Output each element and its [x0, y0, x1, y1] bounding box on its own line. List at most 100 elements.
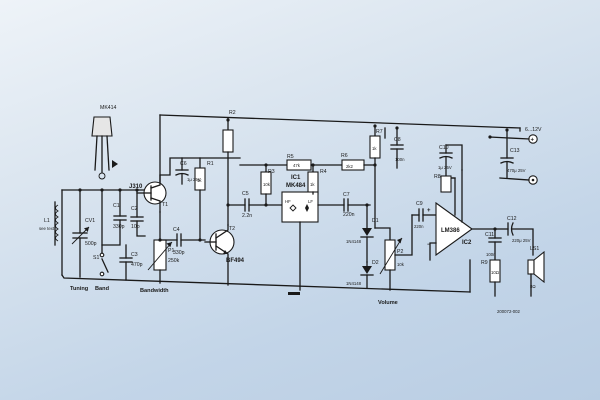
cv1-label: CV1: [85, 218, 95, 224]
ic1-part-label: MK484: [286, 183, 306, 189]
resistor-r5: R5 47k: [239, 154, 343, 171]
ic1-pin-hf: HF: [285, 199, 291, 204]
capacitor-c9: C9 220n: [411, 201, 437, 229]
capacitor-c3: C3 470p: [119, 244, 143, 281]
d2-part: 1N4148: [346, 281, 362, 286]
transistor-t2-bf494: T2 BF494: [204, 224, 245, 286]
resistor-r7: R7 1k: [369, 125, 383, 229]
coil-l1: L1 see text: [39, 189, 161, 276]
r8-label: R8: [434, 174, 441, 180]
c5-label: C5: [242, 191, 249, 197]
l1-label: L1: [44, 218, 50, 224]
capacitor-c4: C4 330p: [159, 227, 206, 256]
t1-part-label: J310: [129, 184, 143, 190]
svg-text:+: +: [531, 138, 535, 144]
c6-value: 1μ 25V: [187, 177, 201, 182]
r6-value: 2k2: [346, 164, 354, 169]
p1-value: 250k: [168, 258, 180, 264]
capacitor-c12: C12 220μ 25V: [494, 216, 534, 256]
p2-value: 10k: [397, 262, 405, 267]
mk414-package-drawing: MK414: [91, 105, 118, 180]
capacitor-c10: C10 1μ 25V: [438, 144, 463, 179]
l1-note: see text: [39, 226, 55, 231]
capacitor-c6: C6 1μ 25V: [159, 157, 241, 185]
t2-part-label: BF494: [226, 258, 245, 264]
r1-value: 1k: [197, 178, 202, 183]
t1-label: T1: [162, 202, 168, 208]
junction-dots: [78, 118, 509, 242]
caption-volume: Volume: [378, 300, 398, 306]
potentiometer-p1: P1 250k: [147, 211, 180, 284]
d2-label: D2: [372, 260, 379, 266]
cv1-variable-capacitor: CV1 500p: [71, 189, 97, 278]
d1-label: D1: [372, 218, 379, 224]
c12-value: 220μ 25V: [512, 238, 531, 243]
potentiometer-p2: P2 10k: [374, 214, 413, 291]
fet-t1-j310: J310 T1: [129, 175, 168, 213]
r3-label: R3: [268, 169, 275, 175]
ls1-value: 8Ω: [530, 284, 536, 289]
c7-label: C7: [343, 192, 350, 198]
c11-value: 100n: [486, 252, 496, 257]
c9-label: C9: [416, 201, 423, 207]
r4-label: R4: [320, 169, 327, 175]
r2-label: R2: [229, 110, 236, 116]
resistor-r9: R9 10Ω: [481, 259, 501, 297]
r7-label: R7: [376, 129, 383, 135]
resistor-r3: R3 10k: [260, 164, 275, 206]
supply-ground-terminal: [499, 175, 538, 185]
t2-label: T2: [229, 226, 235, 232]
capacitor-c11: C11 100n: [485, 228, 502, 261]
ls1-label: LS1: [530, 246, 539, 252]
r5-value: 47k: [293, 163, 301, 168]
s1-label: S1: [93, 255, 99, 261]
ic2-plus: +: [427, 208, 431, 214]
c8-label: C8: [394, 137, 401, 143]
r7-value: 1k: [372, 146, 377, 151]
c11-label: C11: [485, 232, 494, 238]
c12-label: C12: [507, 216, 517, 222]
p1-label: P1: [168, 248, 174, 254]
r6-label: R6: [341, 153, 348, 159]
r5-label: R5: [287, 154, 294, 160]
capacitor-c2: C2 10p: [130, 189, 146, 237]
c3-label: C3: [131, 252, 138, 258]
caption-band: Band: [95, 286, 110, 292]
c3-value: 470p: [131, 262, 143, 268]
resistor-r1: R1 1k: [194, 157, 214, 241]
ic2-part-label: LM386: [441, 228, 460, 234]
c13-value: 470μ 25V: [507, 168, 526, 173]
c8-value: 100n: [395, 157, 405, 162]
caption-bandwidth: Bandwidth: [140, 288, 169, 294]
resistor-r6: R6 2k2: [341, 153, 376, 171]
c9-value: 220n: [414, 224, 424, 229]
c1-value: 330p: [113, 224, 125, 230]
r4-value: 1k: [310, 182, 315, 187]
c7-value: 220n: [343, 212, 355, 218]
d1-part: 1N4148: [346, 239, 362, 244]
c2-label: C2: [131, 206, 138, 212]
c2-value: 10p: [131, 224, 140, 230]
mk414-package-label: MK414: [100, 105, 117, 111]
r9-label: R9: [481, 260, 488, 266]
diode-d2: D2 1N4148: [346, 260, 379, 289]
ic1-pin-lf: LF: [308, 199, 313, 204]
supply-voltage-label: 6...12V: [525, 127, 542, 133]
resistor-r8: R8: [434, 174, 452, 193]
capacitor-c8: C8 100n: [390, 129, 405, 169]
ic2-lm386: + − LM386 IC2: [427, 169, 496, 261]
diode-d1: D1 1N4148: [346, 204, 379, 263]
capacitor-c5: C5 2.2n: [227, 191, 283, 219]
figure-code: 200072-002: [497, 309, 521, 314]
c10-value: 1μ 25V: [438, 165, 452, 170]
c4-value: 330p: [173, 250, 185, 256]
capacitor-c13: C13 470μ 25V: [500, 129, 526, 179]
c10-label: C10: [439, 145, 449, 151]
p2-label: P2: [397, 249, 403, 255]
ic1-mk484: IC1 MK484 HF LF: [281, 175, 345, 295]
caption-tuning: Tuning: [70, 286, 89, 292]
r9-value: 10Ω: [491, 270, 500, 275]
c4-label: C4: [173, 227, 180, 233]
